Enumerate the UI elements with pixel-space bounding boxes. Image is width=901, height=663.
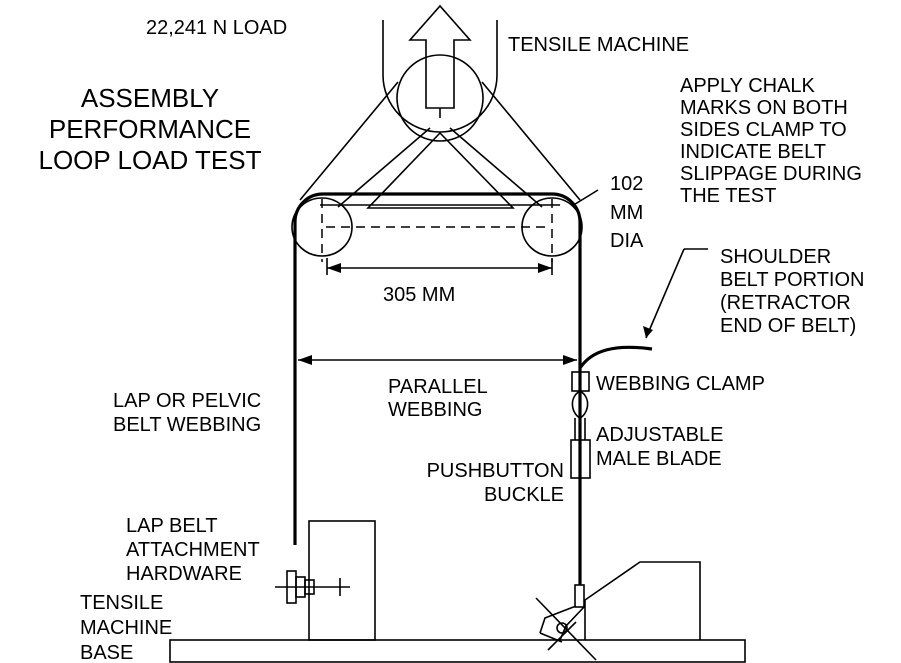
svg-text:MACHINE: MACHINE [80, 617, 172, 639]
triangle-frame [299, 81, 581, 209]
svg-text:ATTACHMENT: ATTACHMENT [126, 539, 260, 561]
buckle-label: PUSHBUTTON BUCKLE [427, 460, 564, 506]
base-label: TENSILE MACHINE BASE [80, 592, 172, 663]
machine-label: TENSILE MACHINE [508, 34, 689, 56]
svg-text:BELT WEBBING: BELT WEBBING [113, 414, 261, 436]
span-dimension [326, 258, 553, 275]
shoulder-belt [578, 248, 708, 369]
svg-text:HARDWARE: HARDWARE [126, 563, 242, 585]
svg-text:PUSHBUTTON: PUSHBUTTON [427, 460, 564, 482]
svg-text:ADJUSTABLE: ADJUSTABLE [596, 424, 723, 446]
span-label: 305 MM [383, 284, 455, 306]
svg-text:SIDES CLAMP TO: SIDES CLAMP TO [680, 119, 847, 141]
svg-text:LOOP LOAD TEST: LOOP LOAD TEST [38, 145, 261, 175]
svg-text:MM: MM [610, 202, 643, 224]
tensile-machine-base [169, 639, 746, 663]
parallel-label: PARALLEL WEBBING [388, 376, 488, 421]
diameter-label: 102 MM DIA [610, 173, 644, 252]
diameter-leader [571, 189, 599, 207]
hidden-lines [321, 199, 553, 262]
svg-text:ASSEMBLY: ASSEMBLY [81, 83, 219, 113]
svg-text:102: 102 [610, 173, 643, 195]
svg-text:THE TEST: THE TEST [680, 185, 776, 207]
parallel-dimension [298, 355, 577, 365]
svg-text:(RETRACTOR: (RETRACTOR [720, 292, 851, 314]
lap-belt-hardware [275, 570, 350, 604]
right-anchor [535, 584, 597, 661]
chalk-note: APPLY CHALK MARKS ON BOTH SIDES CLAMP TO… [680, 75, 862, 207]
right-mount [584, 561, 701, 640]
shoulder-label: SHOULDER BELT PORTION (RETRACTOR END OF … [720, 246, 864, 337]
svg-text:BELT PORTION: BELT PORTION [720, 269, 864, 291]
svg-text:LAP OR PELVIC: LAP OR PELVIC [113, 390, 261, 412]
lap-webbing-label: LAP OR PELVIC BELT WEBBING [113, 390, 261, 436]
lap-hardware-label: LAP BELT ATTACHMENT HARDWARE [126, 515, 260, 585]
left-pulley [291, 197, 353, 257]
belt-loop [293, 192, 582, 585]
svg-text:PARALLEL: PARALLEL [388, 376, 488, 398]
male-blade-label: ADJUSTABLE MALE BLADE [596, 424, 723, 470]
tensile-machine-clevis [382, 20, 498, 142]
left-mount [308, 520, 376, 641]
svg-text:MALE BLADE: MALE BLADE [596, 448, 722, 470]
svg-text:END OF BELT): END OF BELT) [720, 315, 856, 337]
svg-text:DIA: DIA [610, 230, 644, 252]
svg-text:APPLY CHALK: APPLY CHALK [680, 75, 816, 97]
load-arrow-icon [408, 4, 472, 109]
svg-text:TENSILE: TENSILE [80, 592, 163, 614]
svg-text:LAP BELT: LAP BELT [126, 515, 218, 537]
title-label: ASSEMBLY PERFORMANCE LOOP LOAD TEST [38, 83, 261, 175]
svg-text:SHOULDER: SHOULDER [720, 246, 831, 268]
svg-text:WEBBING: WEBBING [388, 399, 482, 421]
load-label: 22,241 N LOAD [146, 17, 287, 39]
clamp-label: WEBBING CLAMP [596, 373, 765, 395]
svg-text:BUCKLE: BUCKLE [484, 484, 564, 506]
svg-text:MARKS ON BOTH: MARKS ON BOTH [680, 97, 848, 119]
svg-text:INDICATE BELT: INDICATE BELT [680, 141, 826, 163]
svg-text:SLIPPAGE DURING: SLIPPAGE DURING [680, 163, 862, 185]
svg-text:BASE: BASE [80, 642, 133, 663]
svg-text:PERFORMANCE: PERFORMANCE [49, 114, 251, 144]
pushbutton-buckle [570, 439, 591, 479]
male-blade [571, 390, 589, 440]
